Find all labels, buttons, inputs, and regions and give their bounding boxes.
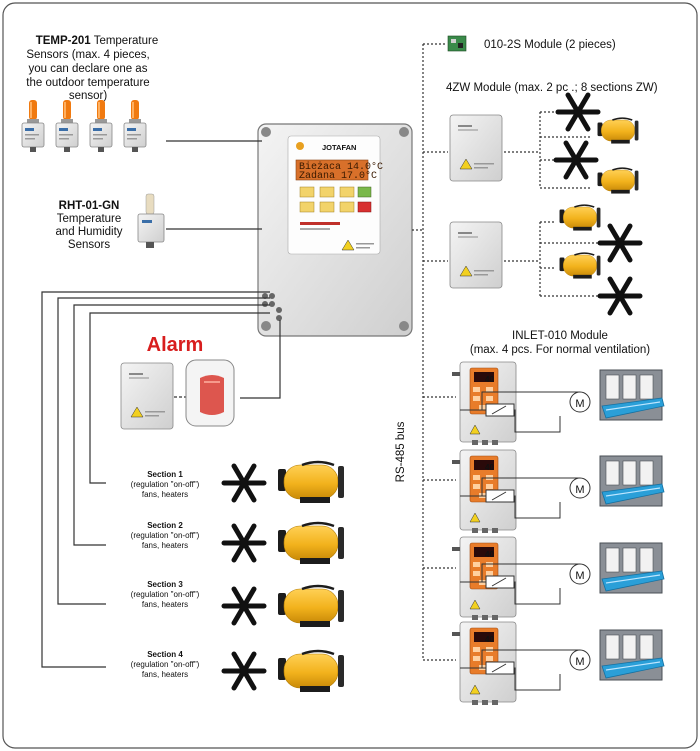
rht-sensor-desc-3: Sensors: [68, 239, 110, 251]
section-2-devices: fans, heaters: [142, 541, 188, 550]
section-3: Section 3 (regulation "on-off") fans, he…: [131, 580, 346, 629]
section-4-mode: (regulation "on-off"): [131, 660, 200, 669]
inlet-4-motor-icon: M: [575, 656, 584, 668]
module-2s-icon: [447, 35, 467, 52]
controller: JOTAFAN Bieżaca 14.0°C Zadana 17.0°C: [257, 123, 413, 337]
module-4zw-1: [449, 114, 503, 182]
rs485-bus-lines: [412, 43, 600, 661]
inlet-2-motor-icon: M: [575, 484, 584, 496]
section-3-devices: fans, heaters: [142, 600, 188, 609]
inlet-2-flap-icon: [599, 455, 665, 507]
section-1: Section 1 (regulation "on-off") fans, he…: [131, 460, 346, 505]
rht-sensor-model: RHT-01-GN: [59, 200, 120, 212]
rht-sensor-label: RHT-01-GN Temperature and Humidity Senso…: [55, 200, 122, 251]
section-1-mode: (regulation "on-off"): [131, 480, 200, 489]
inlet-row-3: 40 M: [451, 536, 665, 621]
section-2-name: Section 2: [147, 521, 183, 530]
temp-sensor-desc-1: Temperature: [91, 35, 159, 47]
controller-brand: JOTAFAN: [322, 143, 356, 152]
inlet-3-motor-icon: M: [575, 570, 584, 582]
section-3-name: Section 3: [147, 580, 183, 589]
alarm-relay-module: [120, 362, 174, 430]
inlet-4-display: 40: [485, 635, 494, 644]
module-2s-label: 010-2S Module (2 pieces): [484, 39, 616, 51]
section-2: Section 2 (regulation "on-off") fans, he…: [131, 521, 346, 566]
inlet-title-1: INLET-010 Module: [512, 330, 608, 342]
temp-sensor-desc-4: the outdoor temperature: [26, 77, 149, 89]
inlet-1-motor-icon: M: [575, 398, 584, 410]
inlet-row-2: 40 M: [451, 449, 665, 534]
temp-sensor-label: TEMP-201 Temperature Sensors (max. 4 pie…: [26, 35, 158, 102]
temp-sensor-desc-5: sensor): [69, 90, 108, 102]
inlet-row-4: 40 M: [451, 621, 665, 706]
inlet-title-2: (max. 4 pcs. For normal ventilation): [470, 344, 650, 356]
controller-lcd-line-1: Bieżaca 14.0°C: [299, 161, 383, 173]
inlet-1-display: 40: [485, 375, 494, 384]
inlet-2-display: 40: [485, 463, 494, 472]
alarm-label: Alarm: [147, 334, 204, 356]
rht-sensor-desc-1: Temperature: [57, 213, 122, 225]
temp-sensor-desc-2: Sensors (max. 4 pieces,: [26, 49, 149, 61]
section-2-mode: (regulation "on-off"): [131, 531, 200, 540]
temp-sensor-desc-3: you can declare one as: [29, 63, 148, 75]
rs485-bus-label: RS-485 bus: [395, 421, 407, 482]
rht-sensor-desc-2: and Humidity: [55, 226, 122, 238]
module-4zw-2: [449, 221, 503, 289]
temp-sensor-model: TEMP-201: [36, 35, 92, 47]
section-wires: [41, 291, 281, 668]
sensor-wires: [166, 140, 262, 230]
section-4-name: Section 4: [147, 650, 183, 659]
section-4: Section 4 (regulation "on-off") fans, he…: [131, 649, 346, 694]
section-1-name: Section 1: [147, 470, 183, 479]
inlet-3-flap-icon: [599, 542, 665, 594]
section-3-mode: (regulation "on-off"): [131, 590, 200, 599]
section-4-devices: fans, heaters: [142, 670, 188, 679]
inlet-1-flap-icon: [599, 369, 665, 421]
svg-text:TEMP-201 Temperature: TEMP-201 Temperature: [36, 35, 159, 47]
alarm-siren: [185, 359, 235, 427]
rht-sensor: [137, 193, 165, 248]
controller-lcd-line-2: Zadana 17.0°C: [299, 170, 377, 182]
inlet-3-display: 40: [485, 550, 494, 559]
inlet-row-1: 40 M: [451, 361, 665, 446]
controller-buttons: [299, 186, 372, 213]
section-1-devices: fans, heaters: [142, 490, 188, 499]
module-4zw-label: 4ZW Module (max. 2 pc .; 8 sections ZW): [446, 82, 658, 94]
inlet-4-flap-icon: [599, 629, 665, 681]
